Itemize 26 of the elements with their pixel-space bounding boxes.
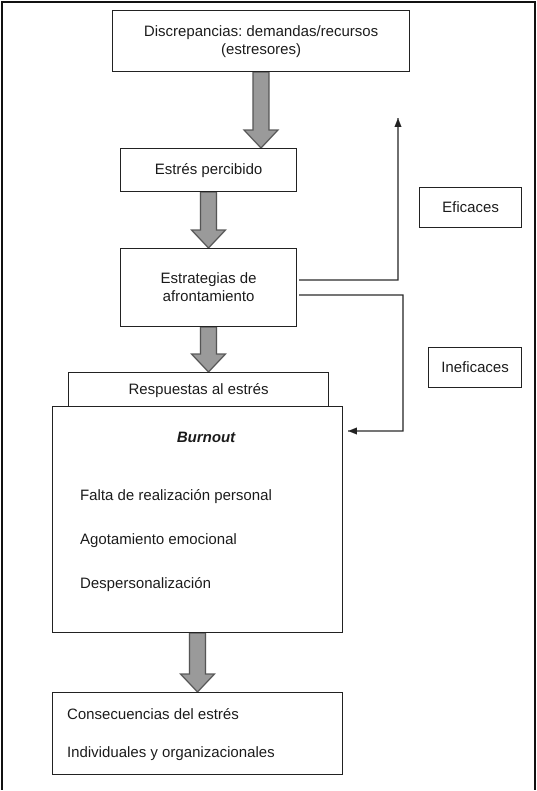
box-text: Estrategias de afrontamiento — [160, 270, 258, 306]
process-box — [120, 148, 297, 192]
box-text: Despersonalización — [80, 575, 211, 593]
block-arrow — [190, 326, 227, 373]
process-box — [112, 10, 410, 72]
block-arrow — [190, 191, 227, 249]
block-arrow — [179, 632, 216, 693]
box-text: Agotamiento emocional — [80, 531, 237, 549]
process-box — [68, 372, 329, 407]
process-box — [52, 406, 343, 633]
arrow — [299, 118, 402, 281]
box-heading: Burnout — [176, 429, 236, 447]
box-text: Estrés percibido — [154, 161, 262, 179]
box-text: Discrepancias: demandas/recursos (estresores) — [142, 23, 380, 59]
process-box — [419, 187, 522, 228]
box-text: Ineficaces — [441, 358, 509, 376]
process-box — [52, 692, 343, 775]
block-arrow — [242, 71, 280, 149]
box-text: Individuales y organizacionales — [67, 744, 275, 762]
box-text: Falta de realización personal — [80, 487, 272, 505]
box-text: Respuestas al estrés — [128, 380, 269, 398]
process-box — [428, 347, 522, 388]
box-text: Eficaces — [442, 198, 499, 216]
box-text: Consecuencias del estrés — [67, 706, 239, 724]
arrow — [299, 294, 404, 435]
process-box — [120, 248, 297, 327]
